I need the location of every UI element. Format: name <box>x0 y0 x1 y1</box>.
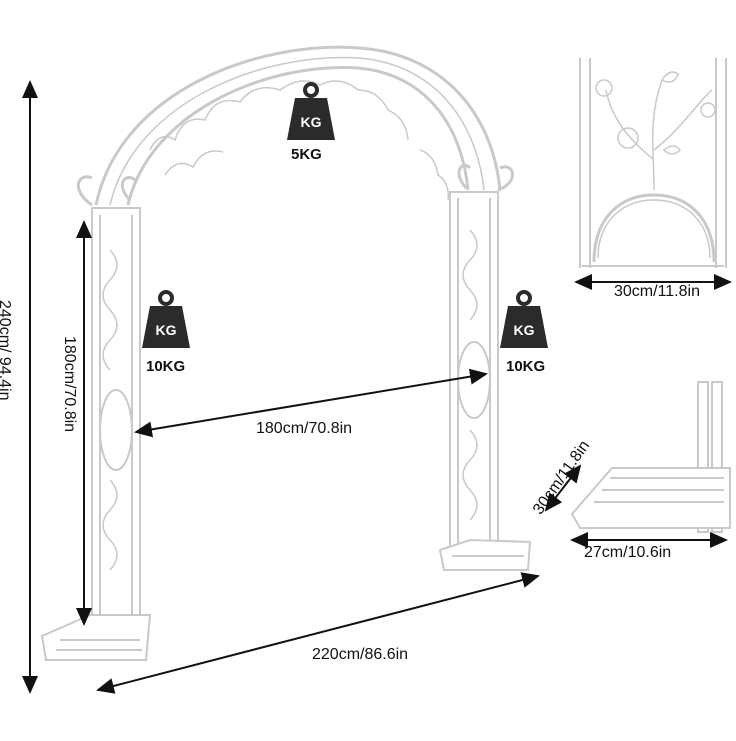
inner-width-line <box>134 368 488 438</box>
weight-label-right: 10KG <box>506 358 546 375</box>
weight-icon-top: KG <box>287 82 335 140</box>
panel-detail <box>579 58 727 268</box>
weight-label-top: 5KG <box>291 146 322 163</box>
dimension-lines <box>22 80 540 694</box>
weight-badge-text-right: KG <box>514 322 535 338</box>
arch-frame <box>40 45 532 661</box>
base-width-label: 27cm/10.6in <box>584 544 672 561</box>
weight-icon-left: KG <box>142 290 190 348</box>
side-height-label: 180cm/70.8in <box>61 336 78 433</box>
total-width-label: 220cm/86.6in <box>312 646 409 663</box>
weight-label-left: 10KG <box>146 358 186 375</box>
left-base <box>40 614 152 661</box>
weight-icon-right: KG <box>500 290 548 348</box>
base-detail <box>570 381 731 533</box>
base-depth-line <box>544 464 582 512</box>
panel-width-label: 30cm/11.8in <box>614 283 700 300</box>
inner-width-label: 180cm/70.8in <box>256 420 353 437</box>
weight-badge-text-left: KG <box>156 322 177 338</box>
total-width-line <box>96 572 540 694</box>
weight-badge-text-top: KG <box>301 114 322 130</box>
total-height-label: 240cm/ 94.4in <box>0 300 13 401</box>
